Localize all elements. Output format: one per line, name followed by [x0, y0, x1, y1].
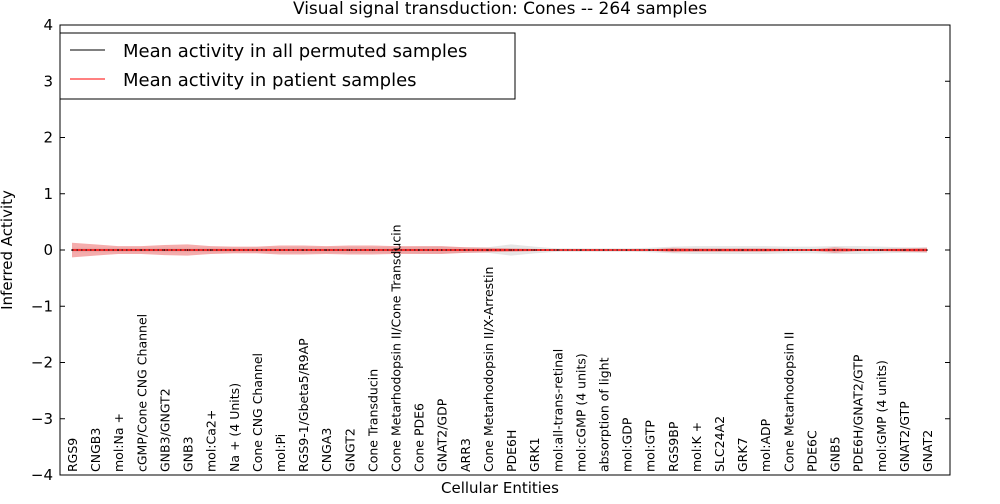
x-tick-label: GRK7 — [735, 437, 750, 472]
y-tick-label: 2 — [43, 129, 53, 147]
data-point — [903, 249, 905, 251]
x-tick-label: CNGB3 — [88, 428, 103, 472]
data-point — [926, 249, 928, 251]
data-point — [787, 249, 790, 251]
legend-label-patient: Mean activity in patient samples — [123, 70, 417, 91]
x-tick-label: Cone CNG Channel — [250, 353, 265, 472]
data-point — [163, 249, 166, 251]
legend: Mean activity in all permuted samples Me… — [59, 32, 516, 100]
x-tick-label: Na + (4 Units) — [227, 383, 242, 472]
x-tick-label: GNGT2 — [342, 428, 357, 472]
x-tick-label: mol:ADP — [758, 418, 773, 472]
data-point — [209, 249, 212, 251]
x-tick-label: GNB3/GNGT2 — [157, 388, 172, 472]
x-tick-label: RGS9BP — [666, 421, 681, 472]
data-point — [625, 249, 628, 251]
y-axis-label: Inferred Activity — [0, 190, 16, 310]
y-tick-label: −3 — [31, 410, 53, 428]
x-tick-label: GNAT2/GDP — [435, 398, 450, 472]
data-point — [810, 249, 813, 251]
data-point — [325, 249, 327, 251]
data-point — [579, 249, 582, 251]
y-tick-label: −2 — [31, 354, 53, 372]
x-tick-label: ARR3 — [458, 438, 473, 472]
data-point — [371, 249, 374, 251]
data-point — [279, 249, 281, 251]
x-tick-label: Cone Transducin — [365, 369, 380, 472]
data-point — [556, 249, 559, 251]
x-tick-label: PDE6H/GNAT2/GTP — [851, 354, 866, 472]
data-point — [602, 249, 605, 251]
x-tick-label: PDE6H — [504, 430, 519, 472]
data-point — [232, 249, 235, 251]
y-tick-label: −4 — [31, 466, 53, 484]
x-tick-label: GNB5 — [828, 436, 843, 472]
data-point — [117, 249, 120, 251]
x-tick-label: mol:GTP — [643, 420, 658, 472]
x-tick-label: PDE6C — [804, 430, 819, 472]
data-point — [718, 249, 720, 251]
x-tick-label: mol:all-trans-retinal — [550, 349, 565, 472]
data-point — [186, 249, 189, 251]
x-tick-label: mol:GMP (4 units) — [874, 360, 889, 472]
chart-title: Visual signal transduction: Cones -- 264… — [293, 0, 707, 19]
x-tick-label: mol:Na + — [111, 413, 126, 472]
data-point — [94, 249, 96, 251]
x-tick-label: mol:Ca2+ — [204, 410, 219, 472]
x-tick-label: Cone Metarhodopsin II — [781, 332, 796, 472]
data-point — [741, 249, 743, 251]
x-tick-label: RGS9-1/Gbeta5/R9AP — [296, 338, 311, 472]
x-tick-label: GRK1 — [527, 437, 542, 472]
x-tick-label: GNAT2 — [920, 430, 935, 472]
x-tick-label: RGS9 — [65, 438, 80, 472]
data-point — [302, 249, 304, 251]
x-tick-label: mol:GDP — [620, 417, 635, 472]
legend-frame — [59, 32, 516, 100]
data-point — [856, 249, 859, 251]
x-tick-label: mol:Pi — [273, 434, 288, 472]
y-tick-label: 0 — [43, 241, 53, 259]
y-tick-label: 4 — [43, 16, 53, 34]
data-point — [879, 249, 882, 251]
data-point — [464, 249, 466, 251]
legend-label-permuted: Mean activity in all permuted samples — [123, 41, 467, 62]
x-axis-label: Cellular Entities — [441, 479, 559, 497]
x-tick-label: CNGA3 — [319, 428, 334, 472]
x-tick-label: SLC24A2 — [712, 416, 727, 472]
data-point — [440, 249, 443, 251]
x-tick-label: cGMP/Cone CNG Channel — [134, 314, 149, 472]
data-point — [648, 249, 651, 251]
data-point — [348, 249, 351, 251]
data-point — [487, 249, 489, 251]
x-tick-label: mol:K + — [689, 422, 704, 472]
x-tick-label: Cone Metarhodopsin II/Cone Transducin — [389, 224, 404, 472]
data-point — [256, 249, 258, 251]
data-point — [140, 249, 143, 251]
data-point — [672, 249, 674, 251]
data-point — [833, 249, 836, 251]
y-tick-label: 1 — [43, 185, 53, 203]
x-tick-label: absorption of light — [596, 357, 611, 472]
data-point — [533, 249, 535, 251]
data-point — [510, 249, 512, 251]
data-point — [764, 249, 767, 251]
data-point — [71, 249, 73, 251]
x-tick-label: mol:cGMP (4 units) — [573, 353, 588, 472]
x-tick-label: Cone Metarhodopsin II/X-Arrestin — [481, 267, 496, 472]
x-tick-label: GNB3 — [181, 436, 196, 472]
data-point — [695, 249, 697, 251]
x-tick-label: GNAT2/GTP — [897, 401, 912, 472]
data-point — [417, 249, 420, 251]
y-tick-label: −1 — [31, 297, 53, 315]
x-tick-label: Cone PDE6 — [412, 403, 427, 472]
y-tick-label: 3 — [43, 72, 53, 90]
data-point — [394, 249, 397, 251]
